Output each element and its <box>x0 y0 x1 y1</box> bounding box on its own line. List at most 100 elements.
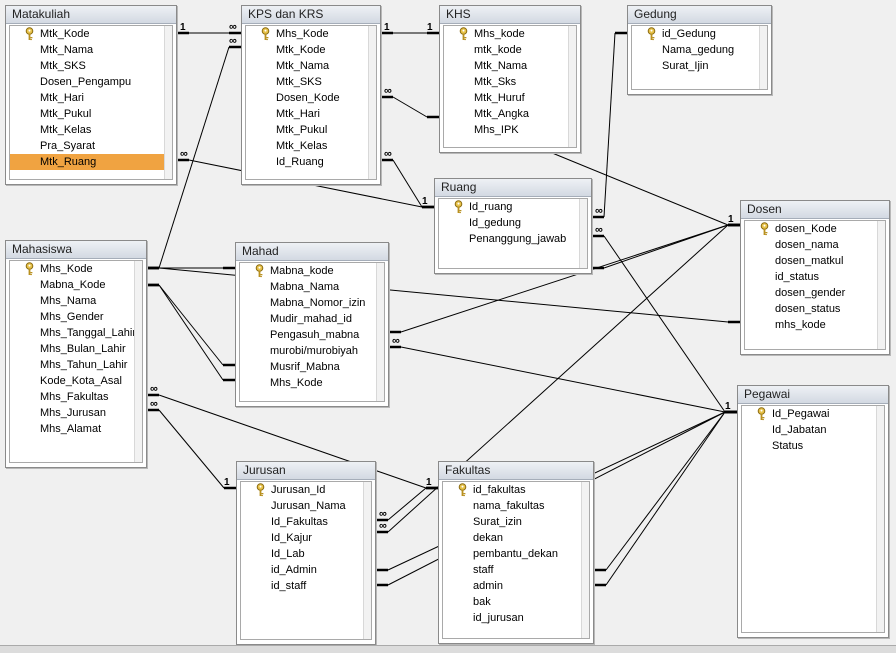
field-row[interactable]: Mtk_Huruf <box>444 90 576 106</box>
field-row[interactable]: Mtk_SKS <box>10 58 172 74</box>
field-row[interactable]: Id_Lab <box>241 546 371 562</box>
vertical-scrollbar[interactable] <box>581 482 589 638</box>
field-row[interactable]: Mhs_Kode <box>240 375 384 391</box>
field-row[interactable]: dekan <box>443 530 589 546</box>
field-row[interactable]: staff <box>443 562 589 578</box>
relationship-line[interactable]: ∞1 <box>389 335 737 414</box>
field-row[interactable]: Mhs_Jurusan <box>10 405 142 421</box>
field-row[interactable]: Mtk_Nama <box>10 42 172 58</box>
field-row[interactable]: Kode_Kota_Asal <box>10 373 142 389</box>
field-row[interactable]: mtk_kode <box>444 42 576 58</box>
field-row[interactable]: dosen_nama <box>745 237 885 253</box>
field-row[interactable]: Mtk_Pukul <box>10 106 172 122</box>
relationship-line[interactable] <box>147 283 235 382</box>
vertical-scrollbar[interactable] <box>376 263 384 401</box>
field-row[interactable]: Mabna_kode <box>240 263 384 279</box>
field-row[interactable]: Mabna_Nama <box>240 279 384 295</box>
field-row[interactable]: Id_Ruang <box>246 154 376 170</box>
vertical-scrollbar[interactable] <box>579 199 587 268</box>
field-row[interactable]: id_status <box>745 269 885 285</box>
field-row[interactable]: Id_Kajur <box>241 530 371 546</box>
field-row[interactable]: dosen_matkul <box>745 253 885 269</box>
field-row[interactable]: Mtk_Hari <box>246 106 376 122</box>
field-row[interactable]: Mtk_Hari <box>10 90 172 106</box>
table-title[interactable]: Gedung <box>628 6 771 24</box>
vertical-scrollbar[interactable] <box>759 26 767 89</box>
relationship-line[interactable]: ∞ <box>381 148 434 209</box>
field-row[interactable]: Mhs_Bulan_Lahir <box>10 341 142 357</box>
field-row[interactable]: Id_Fakultas <box>241 514 371 530</box>
field-row[interactable]: Id_Jabatan <box>742 422 884 438</box>
field-row[interactable]: Mtk_Pukul <box>246 122 376 138</box>
horizontal-scrollbar[interactable] <box>0 645 896 653</box>
relationship-line[interactable] <box>594 410 737 587</box>
field-row[interactable]: Mtk_SKS <box>246 74 376 90</box>
relationship-line[interactable]: 1∞ <box>177 21 241 35</box>
field-row[interactable]: bak <box>443 594 589 610</box>
relationship-line[interactable]: ∞ <box>381 85 439 119</box>
field-row[interactable]: Mhs_Kode <box>246 26 376 42</box>
field-row[interactable]: Jurusan_Nama <box>241 498 371 514</box>
field-row[interactable]: Mtk_Nama <box>444 58 576 74</box>
field-row[interactable]: Pengasuh_mabna <box>240 327 384 343</box>
field-row[interactable]: Mtk_Ruang <box>10 154 172 170</box>
field-row[interactable]: Pra_Syarat <box>10 138 172 154</box>
table-title[interactable]: Ruang <box>435 179 591 197</box>
table-title[interactable]: Fakultas <box>439 462 593 480</box>
field-row[interactable]: Dosen_Kode <box>246 90 376 106</box>
field-row[interactable]: Mtk_Sks <box>444 74 576 90</box>
table-title[interactable]: Pegawai <box>738 386 888 404</box>
table-title[interactable]: Mahasiswa <box>6 241 146 259</box>
vertical-scrollbar[interactable] <box>876 406 884 632</box>
table-title[interactable]: Jurusan <box>237 462 375 480</box>
field-row[interactable]: Surat_Ijin <box>632 58 767 74</box>
field-row[interactable]: Mhs_Alamat <box>10 421 142 437</box>
field-row[interactable]: Jurusan_Id <box>241 482 371 498</box>
vertical-scrollbar[interactable] <box>568 26 576 147</box>
field-row[interactable]: Surat_izin <box>443 514 589 530</box>
relationship-line[interactable]: ∞ <box>592 31 627 219</box>
field-row[interactable]: Status <box>742 438 884 454</box>
field-row[interactable]: Penanggung_jawab <box>439 231 587 247</box>
relationship-line[interactable] <box>594 410 737 572</box>
field-row[interactable]: id_Admin <box>241 562 371 578</box>
field-row[interactable]: id_fakultas <box>443 482 589 498</box>
field-row[interactable]: Id_gedung <box>439 215 587 231</box>
field-row[interactable]: Mhs_Gender <box>10 309 142 325</box>
field-row[interactable]: Mhs_Tahun_Lahir <box>10 357 142 373</box>
table-title[interactable]: Mahad <box>236 243 388 261</box>
table-title[interactable]: Matakuliah <box>6 6 176 24</box>
field-row[interactable]: id_jurusan <box>443 610 589 626</box>
field-row[interactable]: murobi/murobiyah <box>240 343 384 359</box>
field-row[interactable]: Mudir_mahad_id <box>240 311 384 327</box>
field-row[interactable]: Mhs_Kode <box>10 261 142 277</box>
relationship-line[interactable]: ∞ <box>376 486 438 522</box>
field-row[interactable]: Mtk_Nama <box>246 58 376 74</box>
field-row[interactable]: Mhs_Nama <box>10 293 142 309</box>
field-row[interactable]: Mtk_Kode <box>10 26 172 42</box>
field-row[interactable]: mhs_kode <box>745 317 885 333</box>
field-row[interactable]: Mtk_Kelas <box>246 138 376 154</box>
relationship-line[interactable] <box>147 283 235 367</box>
field-row[interactable]: Mhs_kode <box>444 26 576 42</box>
